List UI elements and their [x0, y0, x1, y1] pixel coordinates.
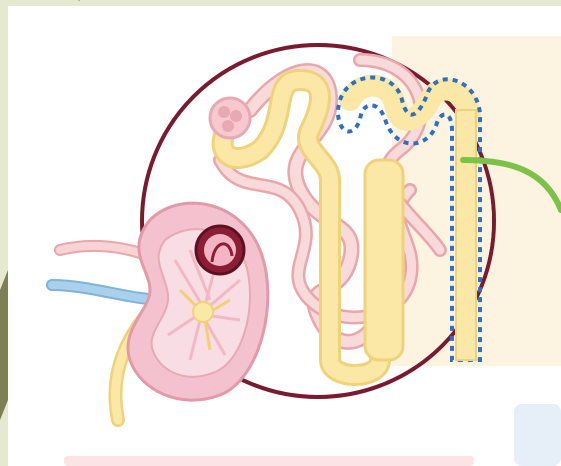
glomerulus [210, 98, 250, 138]
left-edge-strip [0, 270, 8, 420]
pink-box [64, 456, 474, 466]
kidney-icon [128, 203, 268, 400]
blue-box [514, 404, 561, 466]
